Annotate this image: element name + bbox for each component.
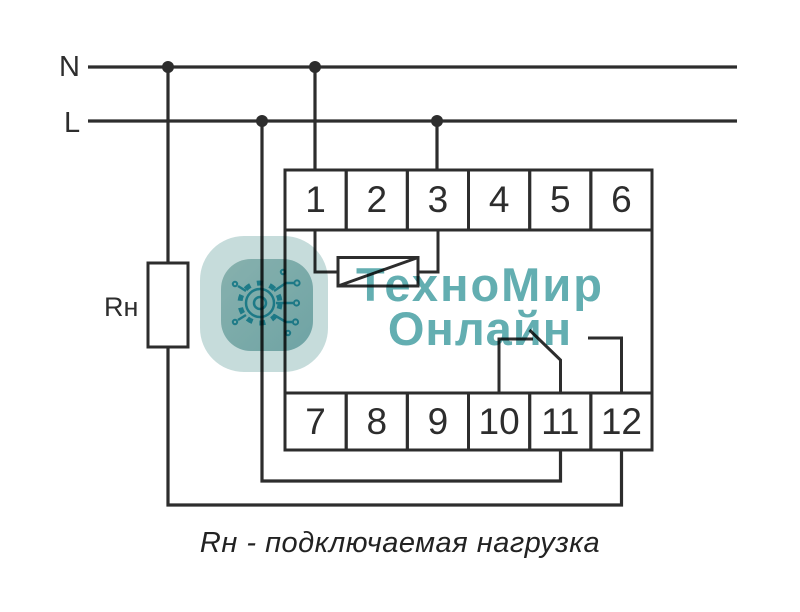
- terminal-1: 1: [305, 179, 326, 220]
- changeover-contact-symbol: [497, 328, 623, 393]
- junction-dots: [162, 61, 443, 127]
- terminal-5: 5: [549, 179, 571, 220]
- terminal-3: 3: [427, 179, 449, 220]
- junction-dot: [431, 115, 443, 127]
- terminal-row-bottom: 7 8 9 10 11 12: [285, 393, 652, 450]
- terminal-10: 10: [478, 400, 520, 442]
- load-resistor-symbol: [146, 261, 190, 349]
- junction-dot: [162, 61, 174, 73]
- terminal-8: 8: [366, 400, 388, 442]
- load-circuit-wire: [166, 67, 624, 507]
- terminal-2: 2: [366, 179, 388, 220]
- terminal-grid: [283, 168, 654, 452]
- figure-caption: Rн - подключаемая нагрузка: [199, 527, 601, 559]
- terminal-6: 6: [611, 179, 632, 220]
- junction-dot: [256, 115, 268, 127]
- terminal-12: 12: [600, 400, 643, 442]
- terminal-11: 11: [541, 400, 580, 442]
- l-bus-label: L: [64, 107, 81, 139]
- n-bus-label: N: [59, 51, 80, 83]
- junction-dot: [309, 61, 321, 73]
- terminal-9: 9: [427, 400, 449, 442]
- relay-coil-symbol: [313, 230, 440, 288]
- terminal-4: 4: [488, 179, 510, 220]
- load-label: Rн: [104, 292, 139, 322]
- terminal-7: 7: [305, 400, 326, 442]
- terminal-row-top: 1 2 3 4 5 6: [285, 170, 652, 230]
